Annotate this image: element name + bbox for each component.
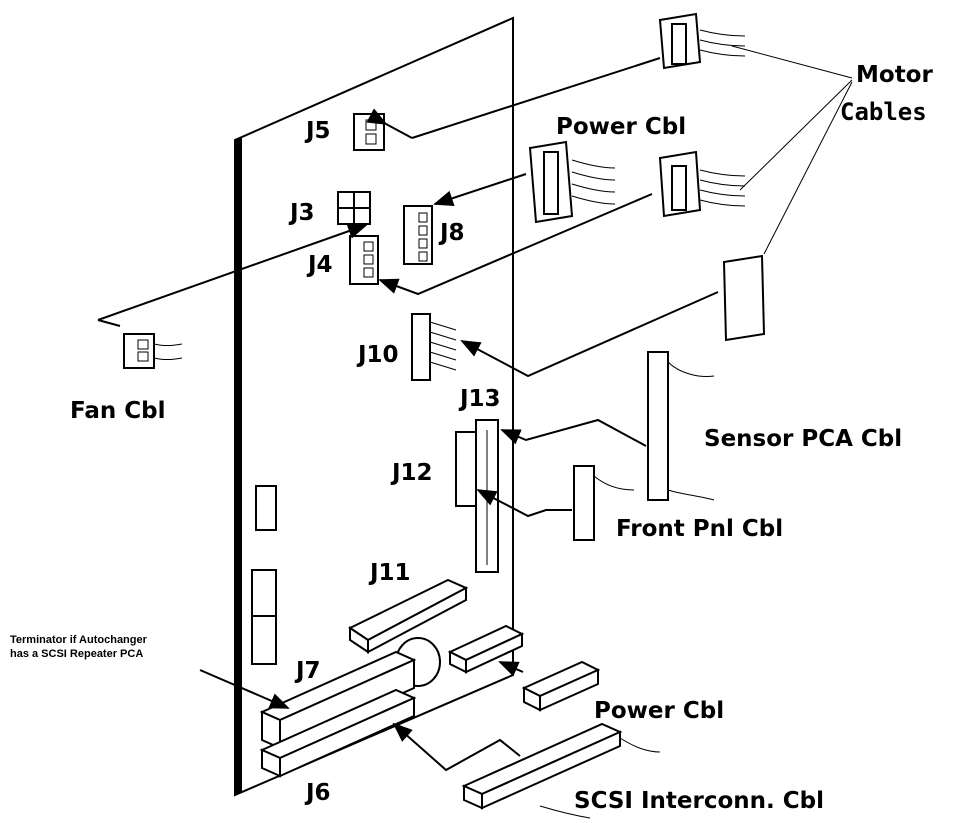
connector-j6 xyxy=(259,688,417,778)
label-j4: J4 xyxy=(306,252,333,278)
label-j5: J5 xyxy=(304,118,331,144)
power-cable-plug-top xyxy=(528,140,616,224)
connector-j13 xyxy=(475,419,499,573)
label-j12: J12 xyxy=(390,460,433,486)
label-j10: J10 xyxy=(356,342,399,368)
label-power-cbl-bottom: Power Cbl xyxy=(594,698,724,724)
power-cable-plug-bottom xyxy=(521,660,601,712)
note-line-2: has a SCSI Repeater PCA xyxy=(10,648,143,660)
connector-j4 xyxy=(349,235,379,285)
label-j8: J8 xyxy=(438,220,465,246)
label-sensor-pca-cbl: Sensor PCA Cbl xyxy=(704,426,902,452)
connector-j10 xyxy=(411,313,457,381)
connector-j11 xyxy=(347,578,469,654)
label-j6: J6 xyxy=(304,780,331,806)
front-panel-cable-plug xyxy=(573,465,635,541)
sensor-pca-cable-plug xyxy=(647,351,715,501)
connector-j8 xyxy=(403,205,433,265)
connector-j3 xyxy=(337,191,371,225)
fan-cable-plug xyxy=(123,333,183,369)
label-fan-cbl: Fan Cbl xyxy=(70,398,166,424)
label-j7: J7 xyxy=(294,658,321,684)
scsi-cable-plug xyxy=(461,722,661,819)
label-scsi-interconn-cbl: SCSI Interconn. Cbl xyxy=(574,788,824,814)
label-power-cbl-top: Power Cbl xyxy=(556,114,686,140)
board-component xyxy=(251,485,277,665)
label-front-pnl-cbl: Front Pnl Cbl xyxy=(616,516,783,542)
label-motor: Motor xyxy=(856,62,933,88)
leader-lines xyxy=(97,45,853,772)
connector-j5 xyxy=(353,113,385,151)
label-j11: J11 xyxy=(368,560,411,586)
connector-j12 xyxy=(455,431,477,507)
label-j13: J13 xyxy=(458,386,501,412)
motor-cable-plug-2 xyxy=(658,150,746,218)
motor-cable-block xyxy=(722,254,766,342)
label-j3: J3 xyxy=(288,200,315,226)
label-cables: Cables xyxy=(840,98,927,126)
connector-power-board xyxy=(447,624,525,674)
note-line-1: Terminator if Autochanger xyxy=(10,634,148,646)
motor-cable-plug-1 xyxy=(658,12,746,70)
